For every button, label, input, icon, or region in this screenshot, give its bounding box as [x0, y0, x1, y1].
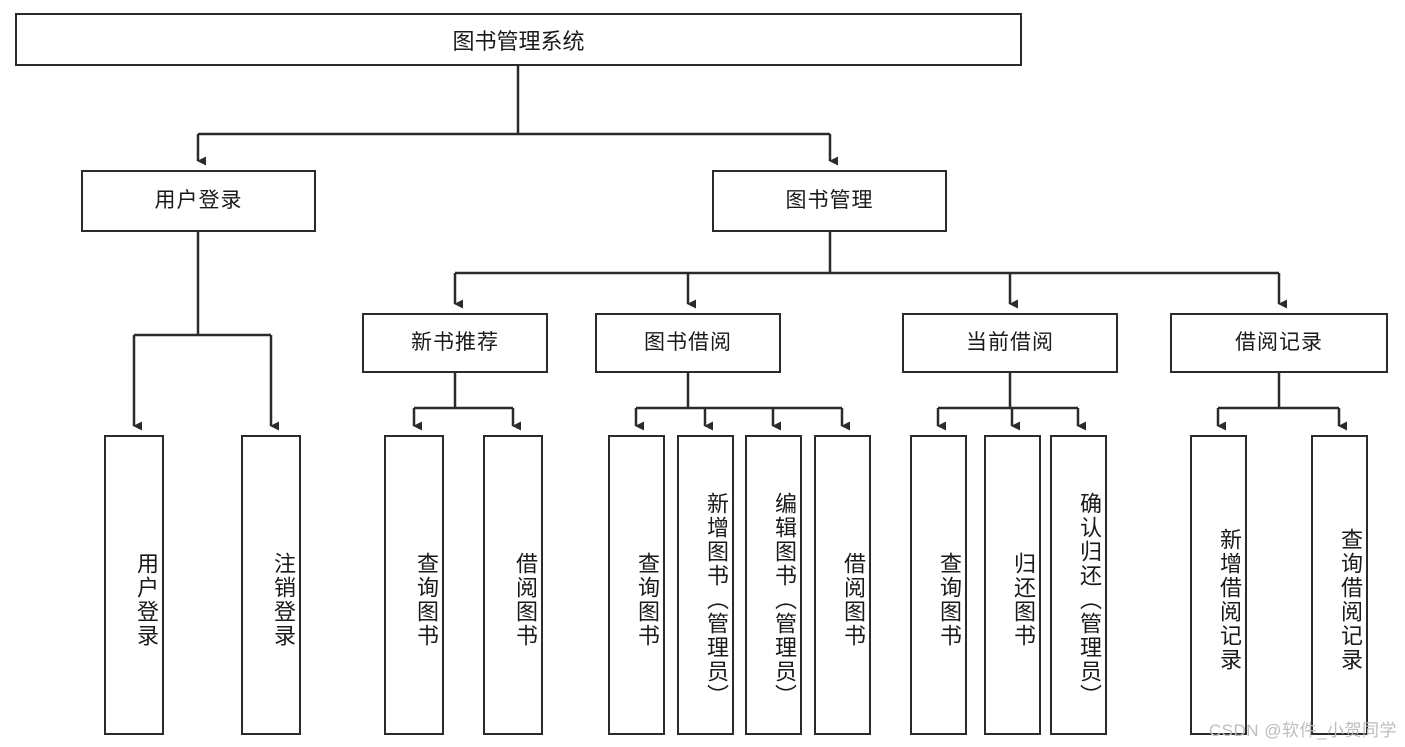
node-root[interactable]: 图书管理系统 [15, 13, 1022, 66]
leaf-borrow-query-label: 查询图书 [635, 552, 660, 648]
node-current-borrow[interactable]: 当前借阅 [902, 313, 1118, 373]
node-user-login[interactable]: 用户登录 [81, 170, 316, 232]
leaf-newbook-borrow-label: 借阅图书 [513, 552, 538, 648]
leaf-record-query[interactable]: 查询借阅记录 [1311, 435, 1368, 735]
leaf-borrow-query[interactable]: 查询图书 [608, 435, 665, 735]
leaf-newbook-query[interactable]: 查询图书 [384, 435, 444, 735]
leaf-user-logout-label: 注销登录 [271, 552, 296, 648]
leaf-borrow-edit[interactable]: 编辑图书（管理员） [745, 435, 802, 735]
leaf-current-confirm-label: 确认归还（管理员） [1077, 492, 1102, 708]
leaf-current-confirm[interactable]: 确认归还（管理员） [1050, 435, 1107, 735]
node-book-manage[interactable]: 图书管理 [712, 170, 947, 232]
leaf-borrow-borrow-label: 借阅图书 [841, 552, 866, 648]
leaf-record-query-label: 查询借阅记录 [1338, 528, 1363, 672]
leaf-current-return[interactable]: 归还图书 [984, 435, 1041, 735]
leaf-borrow-add[interactable]: 新增图书（管理员） [677, 435, 734, 735]
leaf-borrow-edit-label: 编辑图书（管理员） [772, 492, 797, 708]
leaf-current-query[interactable]: 查询图书 [910, 435, 967, 735]
node-book-borrow[interactable]: 图书借阅 [595, 313, 781, 373]
node-new-book-label: 新书推荐 [411, 331, 499, 355]
node-borrow-record[interactable]: 借阅记录 [1170, 313, 1388, 373]
node-book-borrow-label: 图书借阅 [644, 331, 732, 355]
leaf-record-add-label: 新增借阅记录 [1217, 528, 1242, 672]
leaf-user-login[interactable]: 用户登录 [104, 435, 164, 735]
node-new-book[interactable]: 新书推荐 [362, 313, 548, 373]
leaf-user-logout[interactable]: 注销登录 [241, 435, 301, 735]
node-book-manage-label: 图书管理 [785, 189, 874, 213]
leaf-borrow-add-label: 新增图书（管理员） [704, 492, 729, 708]
node-current-borrow-label: 当前借阅 [966, 331, 1054, 355]
leaf-newbook-query-label: 查询图书 [414, 552, 439, 648]
leaf-borrow-borrow[interactable]: 借阅图书 [814, 435, 871, 735]
node-root-label: 图书管理系统 [452, 28, 585, 54]
node-borrow-record-label: 借阅记录 [1235, 331, 1323, 355]
leaf-record-add[interactable]: 新增借阅记录 [1190, 435, 1247, 735]
leaf-current-return-label: 归还图书 [1011, 552, 1036, 648]
node-user-login-label: 用户登录 [154, 189, 243, 213]
leaf-user-login-label: 用户登录 [134, 552, 159, 648]
leaf-current-query-label: 查询图书 [937, 552, 962, 648]
watermark: CSDN @软件_小贺同学 [1208, 721, 1397, 740]
leaf-newbook-borrow[interactable]: 借阅图书 [483, 435, 543, 735]
